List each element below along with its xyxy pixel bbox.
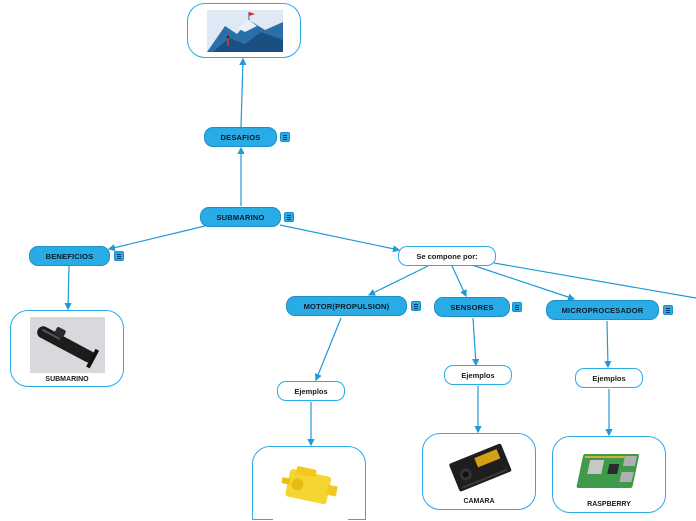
note-icon[interactable] [663, 305, 673, 315]
node-ejemplos-motor[interactable]: Ejemplos [277, 381, 345, 401]
link-motor-ejemplos [314, 317, 342, 382]
link-beneficios-card [64, 265, 72, 311]
link-desafios-image [239, 57, 247, 128]
link-root-compone [279, 224, 401, 253]
node-ejemplos-motor-label: Ejemplos [294, 386, 328, 396]
link-micro-ejemplos [604, 320, 612, 369]
camera-module-image [442, 439, 517, 495]
link-compone-sensores [451, 265, 467, 298]
note-icon[interactable] [284, 212, 294, 222]
topic-beneficios-label: BENEFICIOS [45, 251, 94, 261]
topic-motor-propulsion[interactable]: MOTOR(PROPULSION) [286, 296, 407, 316]
card-camara-caption: CAMARA [463, 498, 495, 505]
link-sensores-ejemplos [472, 317, 480, 367]
topic-submarino-root[interactable]: SUBMARINO [200, 207, 281, 227]
node-se-compone-por[interactable]: Se compone por: [398, 246, 496, 266]
submarine-toy-image [30, 317, 105, 373]
motor-image-card[interactable] [252, 446, 366, 521]
node-ejemplos-micro-label: Ejemplos [592, 373, 626, 383]
raspberry-image-card[interactable]: RASPBERRY [552, 436, 666, 513]
topic-desafios-label: DESAFIOS [220, 132, 261, 142]
link-compone-offscreen [493, 262, 696, 299]
topic-submarino-label: SUBMARINO [216, 212, 265, 222]
desafios-image-card[interactable] [187, 3, 301, 58]
raspberry-pi-image [572, 442, 647, 498]
note-icon[interactable] [114, 251, 124, 261]
note-icon[interactable] [512, 302, 522, 312]
camara-image-card[interactable]: CAMARA [422, 433, 536, 510]
link-compone-micro [471, 264, 576, 301]
node-ejemplos-micro[interactable]: Ejemplos [575, 368, 643, 388]
topic-micro-label: MICROPROCESADOR [561, 305, 644, 315]
motor-image [273, 455, 348, 521]
submarino-image-card[interactable]: SUBMARINO [10, 310, 124, 387]
topic-beneficios[interactable]: BENEFICIOS [29, 246, 110, 266]
node-ejemplos-sensores[interactable]: Ejemplos [444, 365, 512, 385]
note-icon[interactable] [411, 301, 421, 311]
topic-sensores[interactable]: SENSORES [434, 297, 510, 317]
topic-microprocesador[interactable]: MICROPROCESADOR [546, 300, 659, 320]
link-compone-motor [367, 265, 429, 296]
card-raspberry-caption: RASPBERRY [587, 501, 631, 508]
challenge-image [207, 10, 283, 52]
topic-sensores-label: SENSORES [450, 302, 494, 312]
node-se-compone-label: Se compone por: [416, 251, 478, 261]
topic-desafios[interactable]: DESAFIOS [204, 127, 277, 147]
card-submarino-caption: SUBMARINO [45, 376, 89, 383]
note-icon[interactable] [280, 132, 290, 142]
node-ejemplos-sensores-label: Ejemplos [461, 370, 495, 380]
link-root-beneficios [107, 225, 206, 252]
topic-motor-label: MOTOR(PROPULSION) [303, 301, 390, 311]
